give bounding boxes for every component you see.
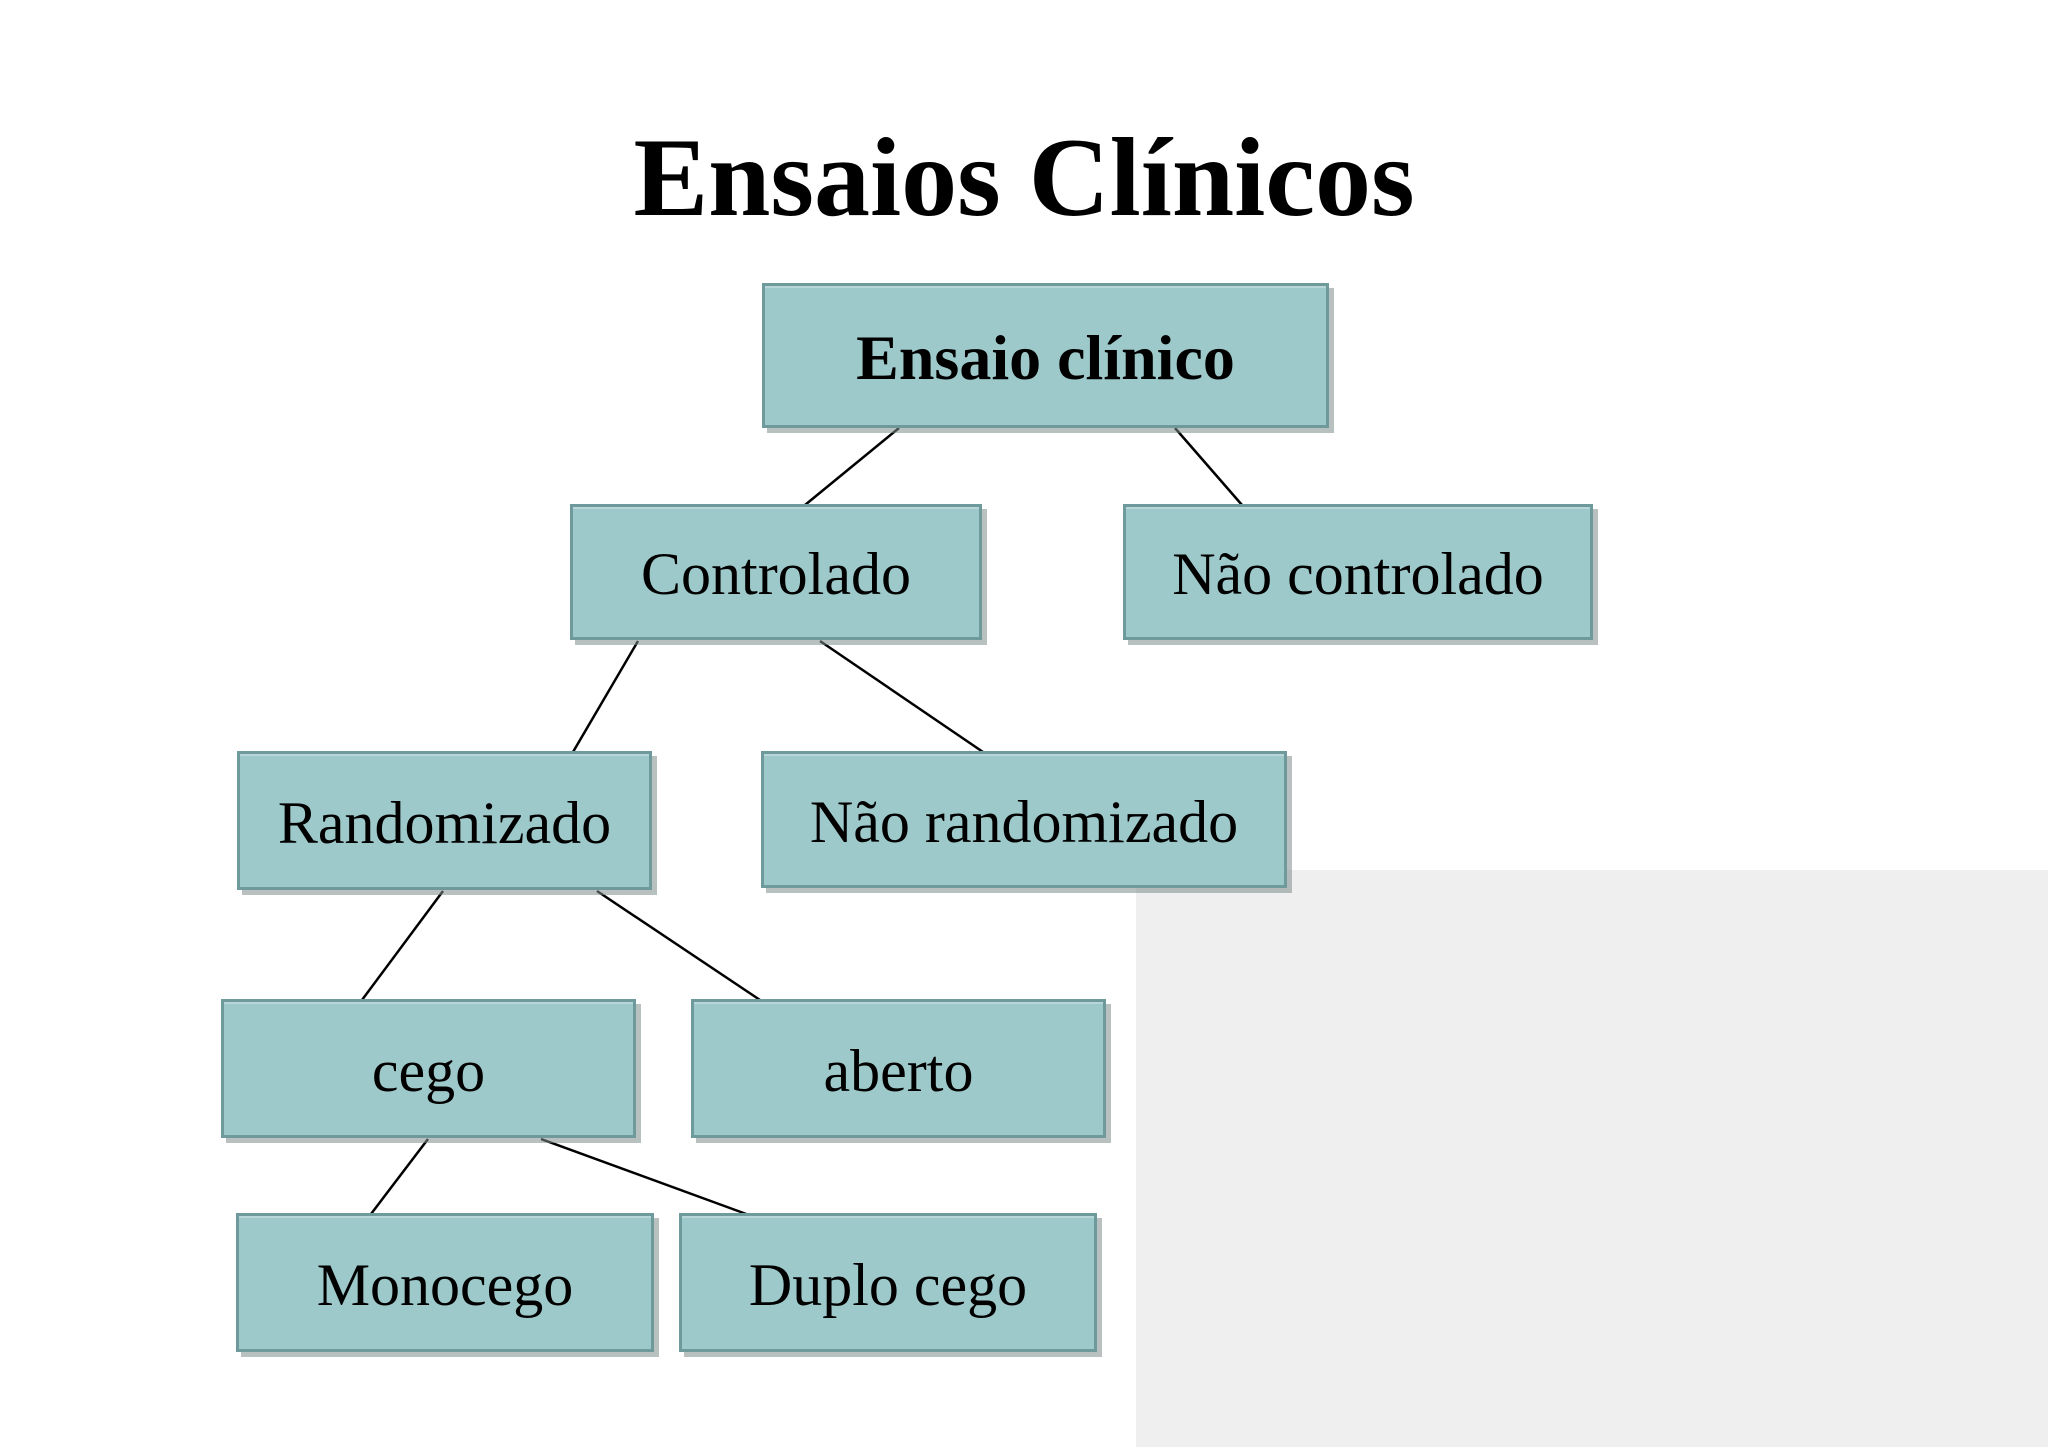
node-label-aberto: aberto (823, 1037, 974, 1104)
node-label-controlado: Controlado (641, 541, 911, 607)
edge-cego-monocego (370, 1138, 429, 1215)
edge-ensaio-clinico-controlado (804, 427, 900, 506)
background-corner-tint (1136, 870, 2048, 1447)
edge-controlado-randomizado (571, 640, 640, 753)
node-ensaio-clinico: Ensaio clínico (762, 283, 1329, 428)
edge-controlado-nao-randomizado (819, 639, 984, 754)
node-label-monocego: Monocego (316, 1251, 574, 1318)
node-label-duplo-cego: Duplo cego (748, 1251, 1028, 1318)
node-nao-randomizado: Não randomizado (761, 751, 1287, 888)
node-label-nao-controlado: Não controlado (1172, 541, 1544, 607)
node-label-ensaio-clinico: Ensaio clínico (856, 321, 1235, 393)
edge-randomizado-aberto (596, 889, 761, 1002)
node-aberto: aberto (691, 999, 1106, 1138)
edge-randomizado-cego (360, 890, 445, 1001)
edge-cego-duplo-cego (540, 1137, 750, 1217)
node-label-nao-randomizado: Não randomizado (809, 788, 1239, 855)
node-nao-controlado: Não controlado (1123, 504, 1593, 640)
node-controlado: Controlado (570, 504, 982, 640)
edge-ensaio-clinico-nao-controlado (1174, 427, 1243, 506)
node-label-cego: cego (371, 1037, 486, 1104)
node-monocego: Monocego (236, 1213, 654, 1352)
page-title: Ensaios Clínicos (633, 116, 1415, 240)
node-label-randomizado: Randomizado (277, 789, 612, 856)
node-cego: cego (221, 999, 636, 1138)
node-randomizado: Randomizado (237, 751, 652, 890)
node-duplo-cego: Duplo cego (679, 1213, 1097, 1352)
